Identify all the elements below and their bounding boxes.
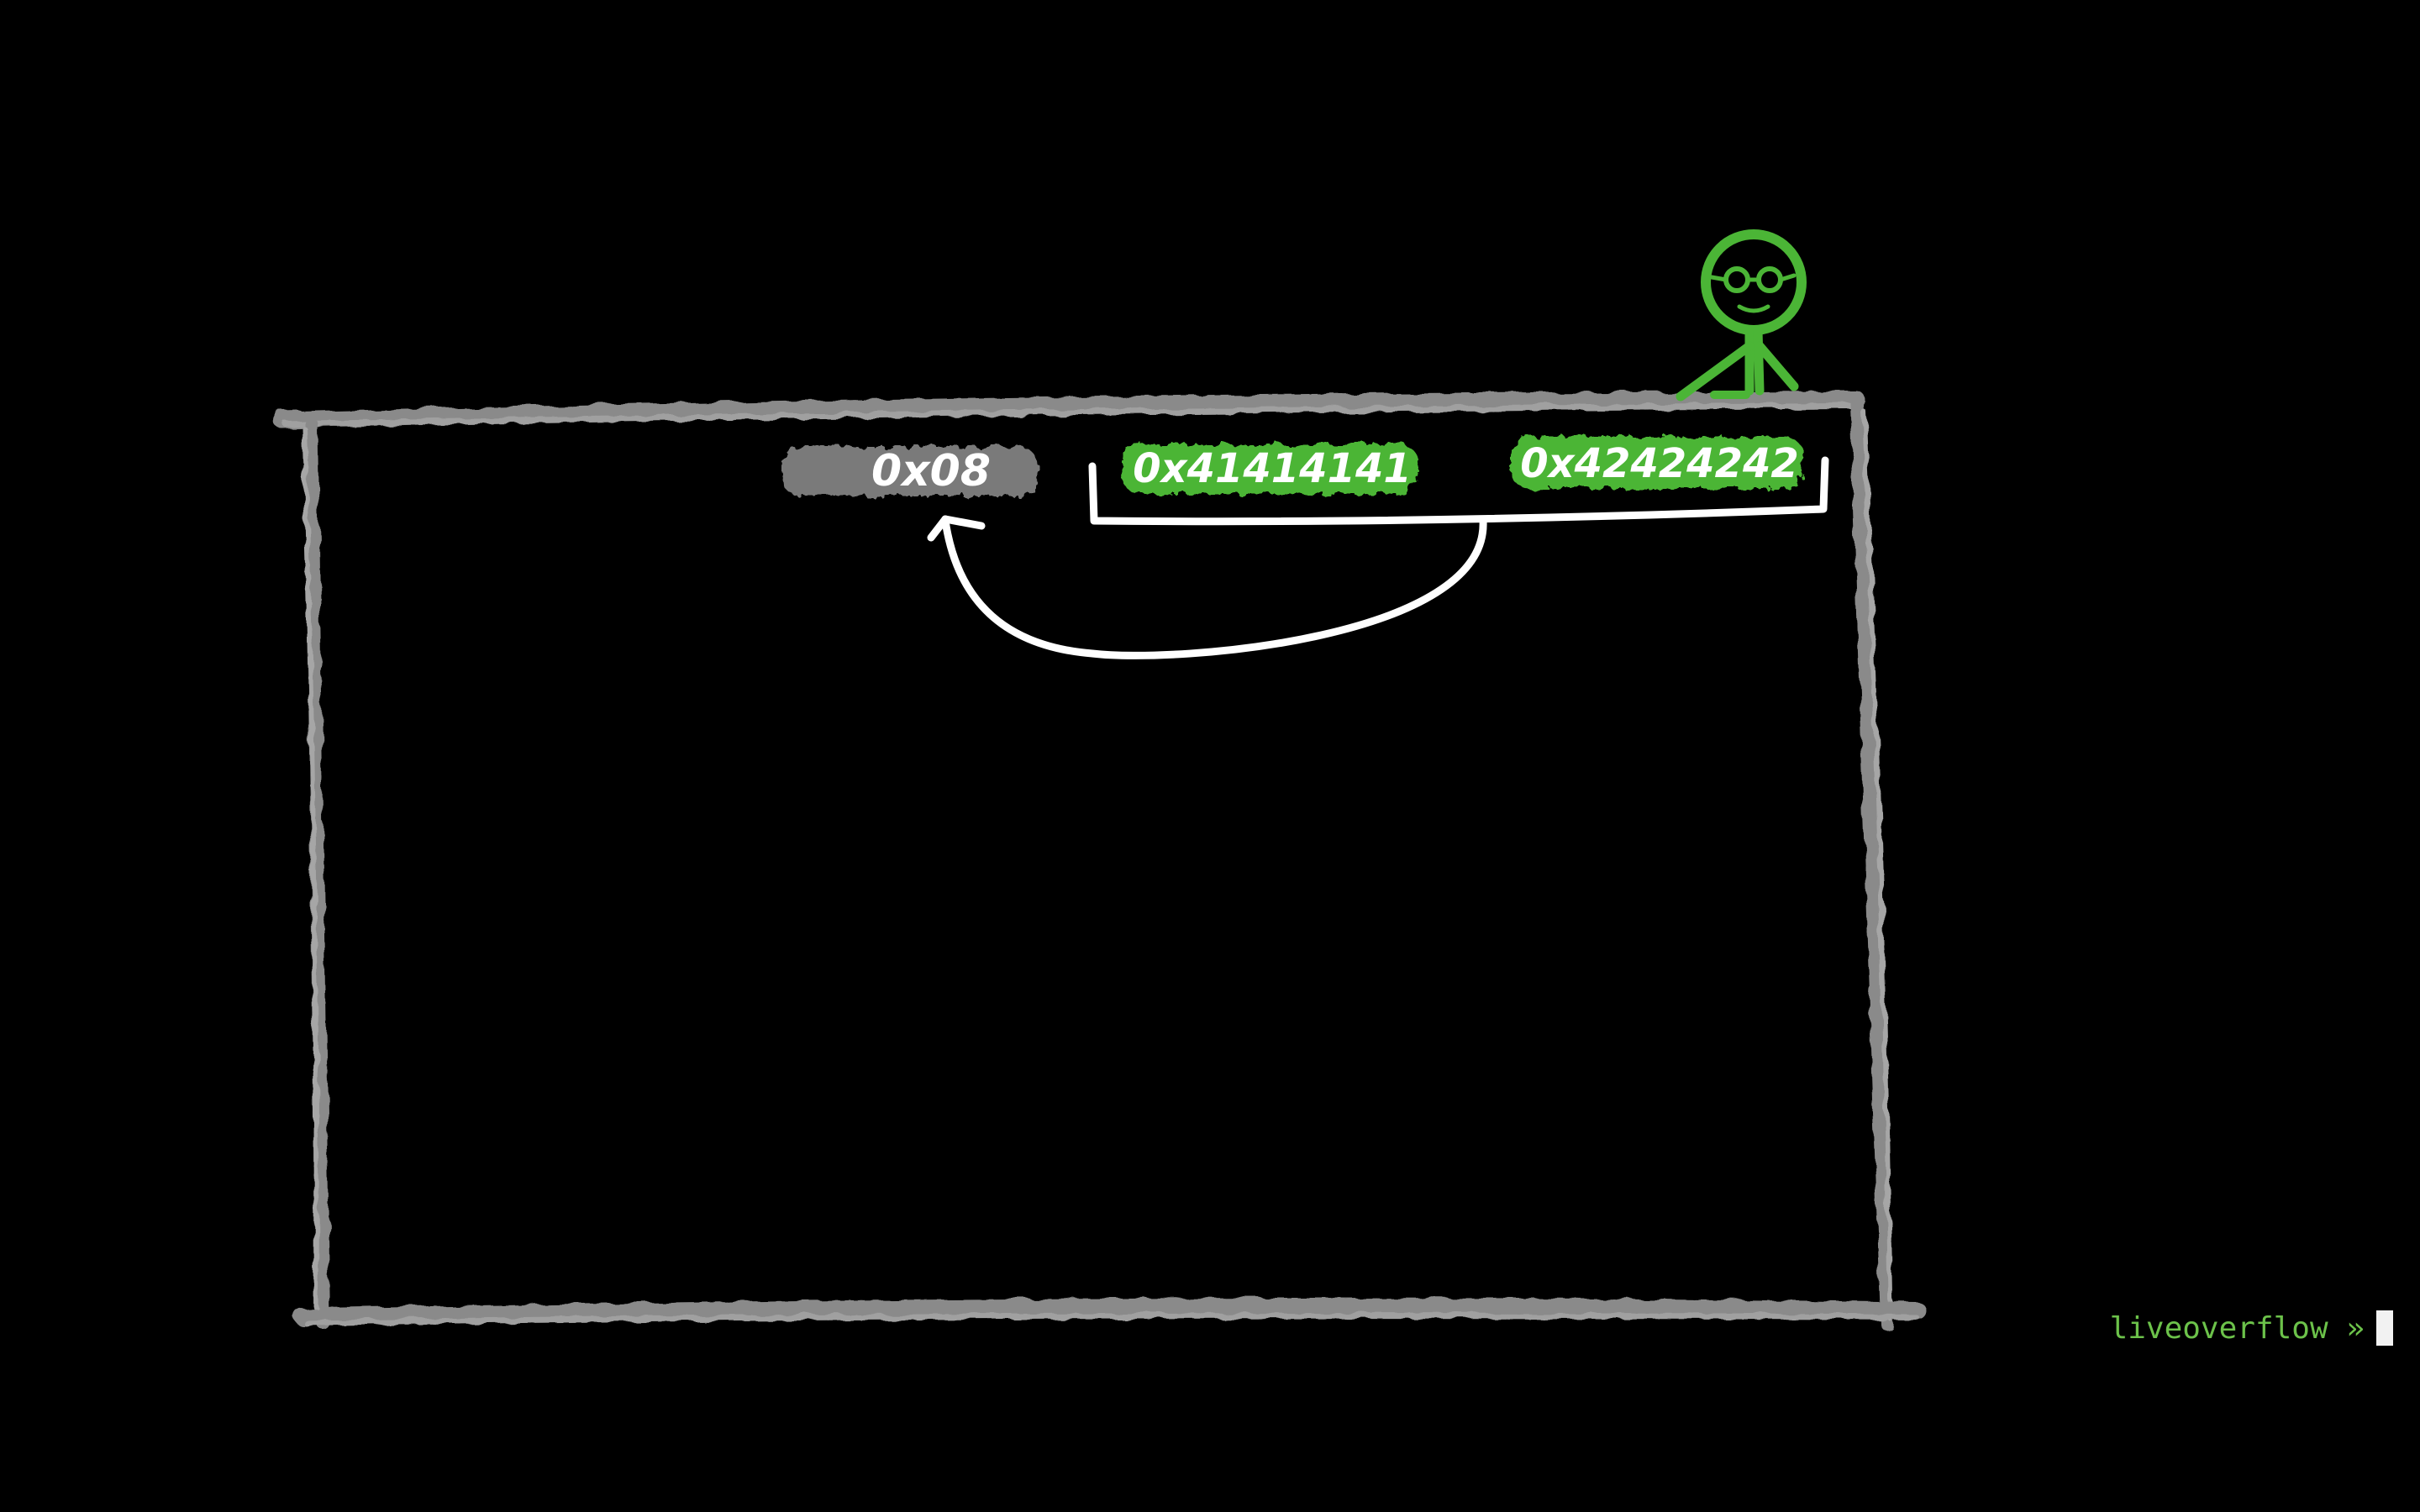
stick-figure-with-glasses-icon bbox=[1676, 229, 1807, 402]
green-highlight-1 bbox=[1122, 444, 1418, 494]
curved-arrow-icon bbox=[927, 515, 1487, 659]
green-value-label-1: 0x41414141 bbox=[1133, 445, 1412, 492]
green-value-box-2: 0x42424242 bbox=[1511, 437, 1803, 489]
terminal-cursor bbox=[2376, 1310, 2393, 1346]
bracket-icon bbox=[1088, 456, 1829, 526]
green-highlight-2 bbox=[1511, 437, 1803, 489]
grey-highlight bbox=[781, 447, 1038, 496]
grey-value-box: 0x08 bbox=[781, 446, 1038, 496]
green-value-label-2: 0x42424242 bbox=[1520, 440, 1799, 487]
grey-value-label: 0x08 bbox=[871, 446, 991, 496]
terminal-prompt[interactable]: liveoverflow » bbox=[2110, 1310, 2393, 1346]
green-value-box-1: 0x41414141 bbox=[1122, 444, 1418, 494]
memory-frame bbox=[273, 391, 1926, 1330]
terminal-prompt-label: liveoverflow » bbox=[2109, 1310, 2365, 1346]
